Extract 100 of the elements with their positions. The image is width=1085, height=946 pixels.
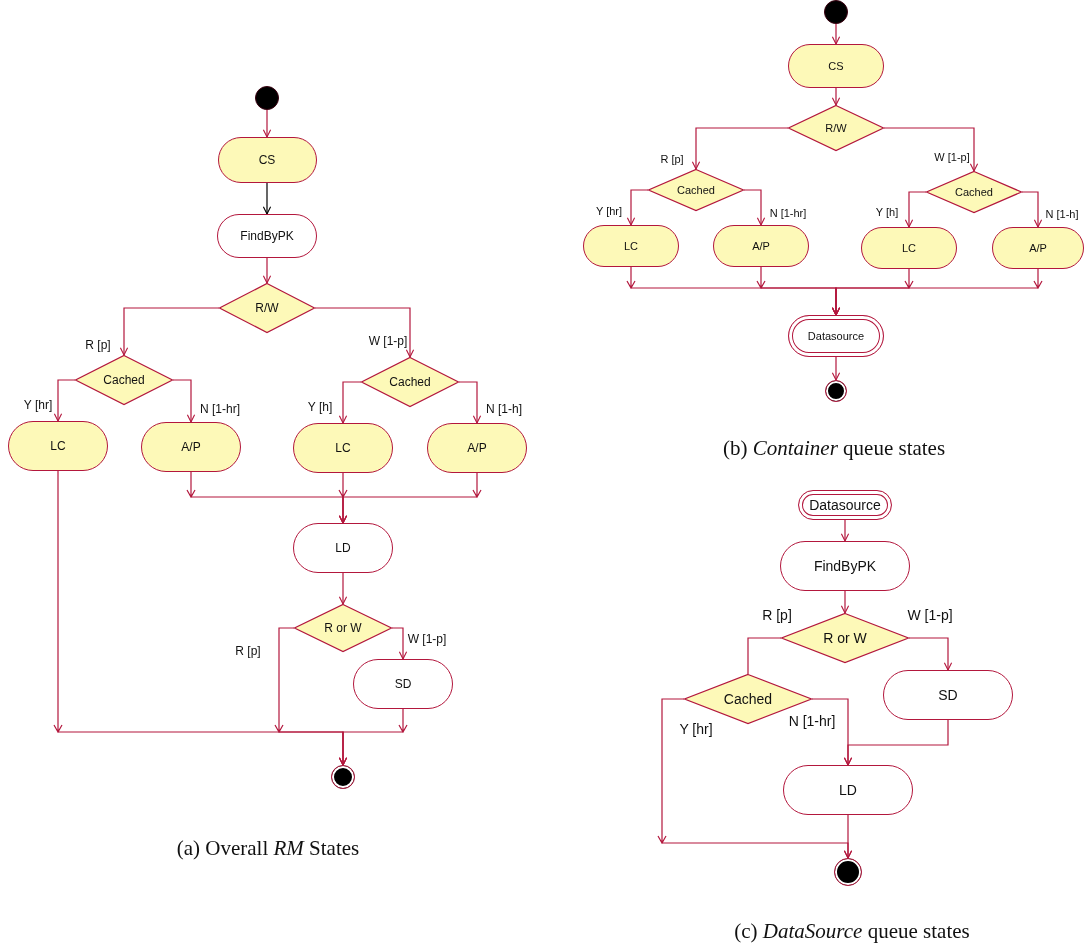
action-state xyxy=(293,523,393,573)
action-state xyxy=(992,227,1084,269)
decision-label: R or W xyxy=(823,630,867,646)
decision-label: Cached xyxy=(677,184,715,196)
edge-label: Y [hr] xyxy=(22,398,54,412)
arrow xyxy=(338,572,348,605)
arrow xyxy=(119,307,220,356)
action-state xyxy=(883,670,1013,720)
arrow xyxy=(338,708,408,766)
edge-label: W [1-p] xyxy=(367,334,409,348)
decision-diamond xyxy=(219,283,315,333)
state-label: SD xyxy=(938,687,958,703)
action-state xyxy=(293,423,393,473)
arrow xyxy=(831,356,841,381)
final-node xyxy=(331,765,355,789)
decision-label: R/W xyxy=(825,122,847,134)
edge-label: R [p] xyxy=(84,338,112,352)
decision-label: R/W xyxy=(255,301,279,315)
action-state xyxy=(788,44,884,88)
edge-label: N [1-hr] xyxy=(768,207,808,220)
decision-diamond xyxy=(75,355,173,405)
state-label: LC xyxy=(901,242,917,254)
action-state xyxy=(583,225,679,267)
arrow xyxy=(831,23,841,45)
arrow xyxy=(843,719,949,766)
state-label: Datasource xyxy=(809,497,881,513)
edge-label: R [p] xyxy=(761,607,793,623)
figure-caption: (c) DataSource queue states xyxy=(734,919,970,944)
state-label: CS xyxy=(258,153,276,167)
edge-label: Y [h] xyxy=(874,206,900,219)
edge-label: W [1-p] xyxy=(906,607,954,623)
arrow xyxy=(908,637,953,671)
edge-label: W [1-p] xyxy=(933,151,971,164)
action-state xyxy=(780,541,910,591)
state-label: LD xyxy=(839,782,857,798)
arrow xyxy=(904,191,927,228)
arrow xyxy=(338,381,362,424)
arrow xyxy=(1021,191,1043,228)
arrow xyxy=(338,472,482,524)
figure-caption: (a) Overall RM States xyxy=(176,836,360,861)
state-label: LC xyxy=(335,441,351,455)
edge-label: N [1-h] xyxy=(485,402,523,416)
state-label: FindByPK xyxy=(813,558,877,574)
decision-diamond xyxy=(294,604,392,652)
arrow xyxy=(314,307,415,358)
arrow xyxy=(840,519,850,542)
state-label: A/P xyxy=(181,440,201,454)
decision-label: R or W xyxy=(324,621,362,635)
arrow xyxy=(691,127,789,170)
decision-label: Cached xyxy=(103,373,145,387)
edge-label: R [p] xyxy=(234,644,262,658)
state-label: LC xyxy=(50,439,66,453)
arrow xyxy=(747,637,782,675)
edge-label: N [1-hr] xyxy=(199,402,241,416)
state-label: Datasource xyxy=(807,330,865,342)
edge-label: Y [h] xyxy=(306,400,334,414)
action-state xyxy=(8,421,108,471)
figure-caption: (b) Container queue states xyxy=(722,436,946,461)
action-state xyxy=(217,214,317,258)
decision-label: Cached xyxy=(389,375,431,389)
edge-label: R [p] xyxy=(659,153,685,166)
state-label: A/P xyxy=(1029,242,1047,254)
arrow xyxy=(831,268,1043,316)
final-node xyxy=(825,380,847,402)
arrow xyxy=(743,189,766,226)
arrow xyxy=(883,127,979,172)
arrow xyxy=(262,257,272,284)
edge-label: W [1-p] xyxy=(406,632,448,646)
decision-diamond xyxy=(648,169,744,211)
action-state xyxy=(427,423,527,473)
arrow xyxy=(843,814,853,859)
state-label: SD xyxy=(394,677,412,691)
state-label: LD xyxy=(335,541,351,555)
arrow xyxy=(626,189,649,226)
state-label: A/P xyxy=(467,441,487,455)
arrow xyxy=(840,590,850,614)
state-label: FindByPK xyxy=(240,229,294,243)
decision-label: Cached xyxy=(955,186,993,198)
state-label: A/P xyxy=(752,240,770,252)
decision-diamond xyxy=(788,105,884,151)
action-state xyxy=(353,659,453,709)
arrow xyxy=(172,379,196,423)
state-label: LC xyxy=(623,240,639,252)
state-label: CS xyxy=(828,60,844,72)
decision-diamond xyxy=(926,171,1022,213)
action-state xyxy=(217,137,317,183)
action-state xyxy=(783,765,913,815)
initial-node xyxy=(824,0,848,24)
arrow xyxy=(391,627,408,660)
initial-node xyxy=(255,86,279,110)
decision-diamond xyxy=(361,357,459,407)
arrow xyxy=(262,182,272,215)
datasource-state xyxy=(788,315,884,357)
datasource-state xyxy=(798,490,892,520)
edge-label: N [1-hr] xyxy=(787,713,837,729)
action-state xyxy=(141,422,241,472)
arrow xyxy=(831,87,841,106)
arrow xyxy=(53,379,76,422)
edge-label: Y [hr] xyxy=(678,721,714,737)
action-state xyxy=(861,227,957,269)
